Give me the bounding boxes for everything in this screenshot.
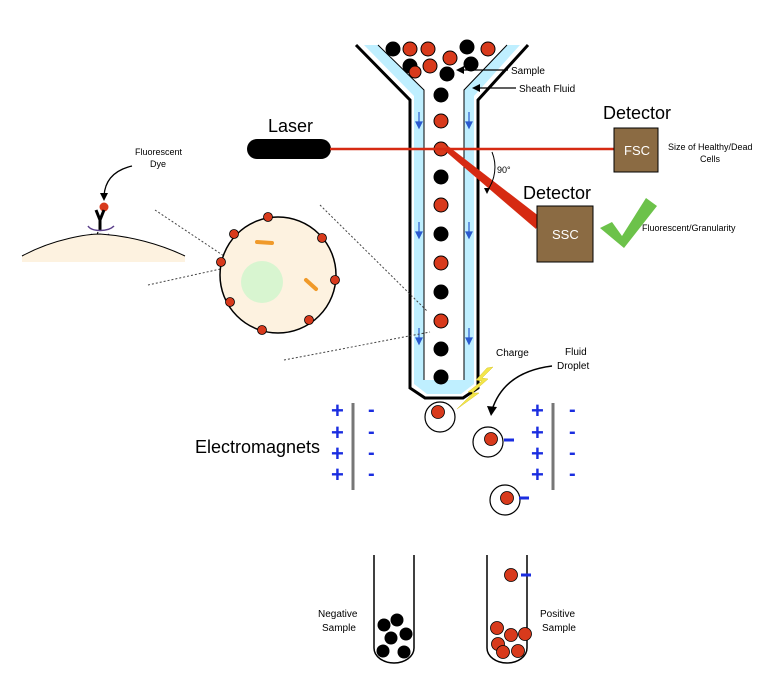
svg-text:-: - [569,421,576,443]
charge-group: Charge Fluid Droplet [456,347,589,416]
negative-sample-label-line1: Negative [318,609,358,620]
svg-text:+: + [531,420,544,445]
negative-sample-label-line2: Sample [322,623,356,634]
fsc-detector: Detector FSC Size of Healthy/Dead Cells [603,103,753,173]
droplet-2 [472,426,514,458]
negative-sample-tube: Negative Sample [318,555,415,664]
magnified-cell [216,212,340,335]
svg-text:-: - [368,442,375,464]
svg-text:-: - [569,399,576,421]
svg-text:+: + [331,441,344,466]
dye-molecule [99,202,109,212]
positive-sample-label-line1: Positive [540,609,575,620]
droplet-1 [424,401,456,433]
organelle-1 [255,240,274,245]
channel-cells [433,87,449,385]
dye-label-line2: Dye [150,159,166,169]
sheath-pointer: Sheath Fluid [472,84,575,95]
ssc-detector: Detector SSC Fluorescent/Granularity [523,183,736,263]
funnel-cells [385,39,496,82]
laser: Laser [247,116,614,159]
sheath-fluid-label: Sheath Fluid [519,84,575,95]
nucleus [241,261,283,303]
charge-label: Charge [496,348,529,359]
laser-source [247,139,331,159]
lightning-bolt-icon [456,366,494,410]
laser-label: Laser [268,116,313,136]
ssc-description: Fluorescent/Granularity [642,223,736,233]
svg-text:-: - [569,463,576,485]
fluid-droplet-label-line1: Fluid [565,347,587,358]
checkmark-icon [600,198,657,248]
angle-label: 90° [497,165,511,175]
sample-pointer: Sample [456,66,545,77]
svg-text:+: + [531,462,544,487]
positive-sample-label-line2: Sample [542,623,576,634]
flow-arrows [415,112,473,346]
fsc-description-line1: Size of Healthy/Dead [668,142,753,152]
zoom-lines [147,204,431,361]
svg-text:+: + [531,441,544,466]
positive-sample-tube: Positive Sample [486,555,576,664]
fsc-description-line2: Cells [700,154,721,164]
svg-text:+: + [331,420,344,445]
svg-text:+: + [331,398,344,423]
ssc-detector-label: Detector [523,183,591,203]
sample-label: Sample [511,66,545,77]
svg-text:+: + [531,398,544,423]
svg-text:+: + [331,462,344,487]
electromagnets-label: Electromagnets [195,437,320,457]
dye-label-line1: Fluorescent [135,147,183,157]
droplets [424,401,529,516]
svg-text:-: - [368,399,375,421]
fsc-label: FSC [624,143,650,158]
organelle-2 [304,278,318,291]
svg-text:-: - [368,463,375,485]
fsc-detector-label: Detector [603,103,671,123]
droplet-3 [489,484,529,516]
cell-membrane [22,234,185,262]
fluid-droplet-label-line2: Droplet [557,361,589,372]
right-electromagnet: + + + + - - - - [531,398,576,490]
side-scatter-beam [444,146,540,229]
svg-text:-: - [368,421,375,443]
left-electromagnet: + + + + - - - - [331,398,375,490]
fluorescent-dye-group: Fluorescent Dye [21,147,186,262]
svg-text:-: - [569,442,576,464]
ssc-label: SSC [552,227,579,242]
